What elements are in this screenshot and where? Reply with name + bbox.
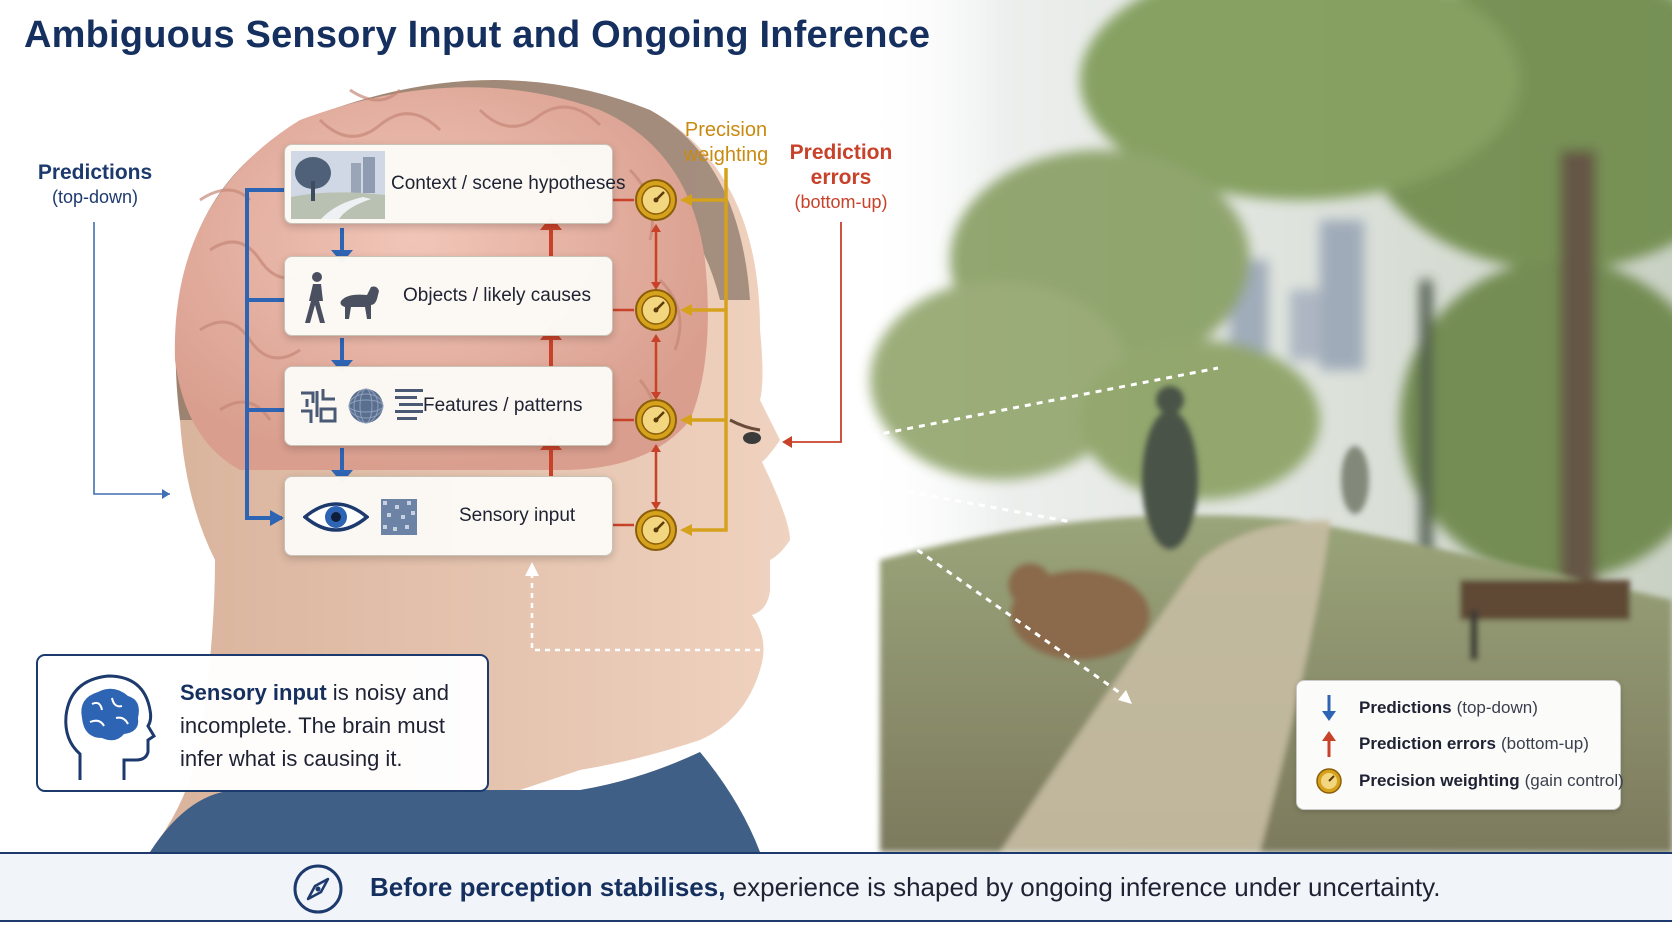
predictions-indicator-line bbox=[93, 222, 170, 499]
prediction-errors-label-line2: errors bbox=[810, 166, 872, 189]
eye-icon bbox=[303, 502, 369, 532]
level-sensory-label: Sensory input bbox=[459, 505, 576, 526]
legend-predictions-main: Predictions bbox=[1359, 698, 1452, 717]
top-down-bracket bbox=[245, 188, 284, 520]
precision-label: Precision weighting bbox=[676, 118, 776, 168]
level-context: Context / scene hypotheses bbox=[284, 144, 625, 224]
blue-down-arrow-icon bbox=[1322, 695, 1336, 721]
precision-gauge-1 bbox=[635, 179, 677, 221]
precision-gauge-2 bbox=[635, 289, 677, 331]
legend-errors-main: Prediction errors bbox=[1359, 734, 1496, 753]
precision-gauge-3 bbox=[635, 399, 677, 441]
footer-text-rest: experience is shaped by ongoing inferenc… bbox=[725, 872, 1441, 902]
park-scene-icon bbox=[291, 151, 385, 219]
red-up-arrow-icon bbox=[1322, 731, 1336, 757]
sphere-icon bbox=[348, 388, 384, 424]
level-context-label: Context / scene hypotheses bbox=[391, 173, 626, 194]
info-text: Sensory input is noisy and incomplete. T… bbox=[180, 676, 480, 775]
legend-errors-sub: (bottom-up) bbox=[1501, 734, 1589, 753]
precision-label-line2: weighting bbox=[683, 144, 769, 166]
stripes-icon bbox=[395, 389, 423, 420]
dog-icon bbox=[340, 286, 379, 319]
info-text-line2: incomplete. The brain must bbox=[180, 713, 445, 738]
prediction-errors-label: Prediction errors (bottom-up) bbox=[784, 140, 898, 214]
legend-precision-sub: (gain control) bbox=[1524, 771, 1624, 790]
sight-lines bbox=[789, 366, 1219, 702]
predictions-label-main: Predictions bbox=[37, 161, 153, 184]
legend-predictions-sub: (top-down) bbox=[1456, 698, 1538, 717]
footer-text: Before perception stabilises, experience… bbox=[370, 872, 1440, 903]
precision-bus bbox=[686, 168, 728, 532]
precision-label-line1: Precision bbox=[684, 119, 768, 141]
footer-text-bold: Before perception stabilises, bbox=[370, 872, 726, 902]
info-text-line1: is noisy and bbox=[326, 680, 449, 705]
error-indicator-line bbox=[782, 222, 842, 448]
info-text-line3: infer what is causing it. bbox=[180, 746, 403, 771]
level-sensory: Sensory input bbox=[284, 476, 613, 556]
level-features: Features / patterns bbox=[284, 366, 613, 446]
noise-grid-icon bbox=[381, 499, 417, 535]
level-objects-label: Objects / likely causes bbox=[403, 285, 591, 306]
legend-item-precision: Precision weighting (gain control) bbox=[1315, 766, 1624, 796]
predictions-label: Predictions (top-down) bbox=[32, 160, 158, 209]
precision-gauge-4 bbox=[635, 509, 677, 551]
legend-precision-main: Precision weighting bbox=[1359, 771, 1520, 790]
legend: Predictions (top-down) Prediction errors… bbox=[1296, 680, 1624, 810]
legend-item-errors: Prediction errors (bottom-up) bbox=[1315, 729, 1589, 759]
prediction-errors-label-sub: (bottom-up) bbox=[794, 192, 888, 212]
walking-person-icon bbox=[305, 272, 325, 323]
gauge-icon bbox=[1316, 768, 1342, 794]
brain-head-icon bbox=[64, 674, 157, 780]
level-features-label: Features / patterns bbox=[423, 395, 583, 416]
predictions-label-sub: (top-down) bbox=[51, 187, 139, 207]
page-title: Ambiguous Sensory Input and Ongoing Infe… bbox=[24, 14, 931, 56]
compass-icon bbox=[293, 864, 343, 914]
prediction-errors-label-line1: Prediction bbox=[789, 141, 893, 164]
info-box: Sensory input is noisy and incomplete. T… bbox=[36, 654, 489, 792]
info-text-bold: Sensory input bbox=[180, 680, 327, 705]
legend-item-predictions: Predictions (top-down) bbox=[1315, 693, 1538, 723]
pattern-grid-icon bbox=[301, 389, 337, 423]
level-objects: Objects / likely causes bbox=[284, 256, 613, 336]
footer-banner: Before perception stabilises, experience… bbox=[0, 852, 1672, 922]
park-background bbox=[860, 0, 1672, 852]
